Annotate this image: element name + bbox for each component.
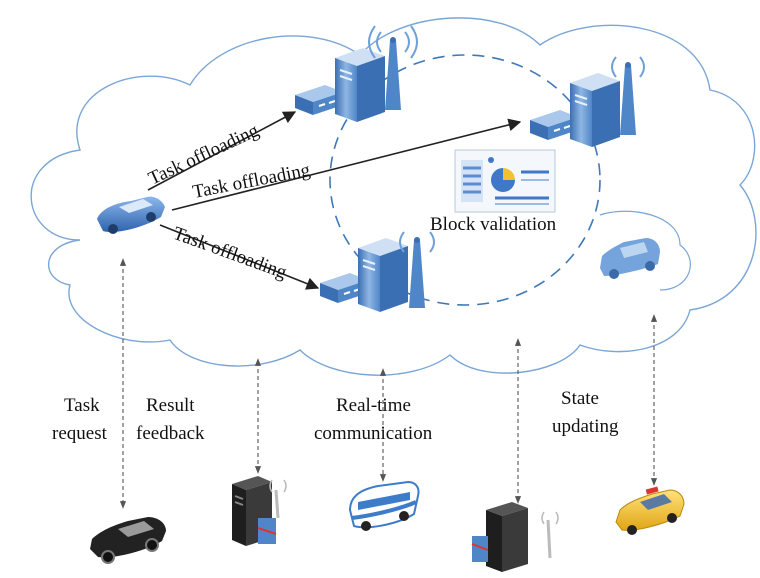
- arrow-offload-top: [147, 111, 297, 191]
- bus-icon: [348, 480, 420, 531]
- result-feedback-label-2: feedback: [136, 423, 205, 444]
- arrow-offload-bottom: [159, 224, 320, 290]
- task-request-label-1: Task: [64, 395, 100, 416]
- dark-server-icon: [232, 476, 287, 546]
- server-icon: [335, 48, 385, 122]
- antenna-icon: [399, 231, 435, 308]
- taxi-icon: [615, 486, 685, 535]
- validation-circle: [329, 54, 601, 306]
- realtime-label-1: Real-time: [336, 395, 411, 416]
- arrow-offload-right-label: Task offloading: [191, 159, 312, 202]
- blue-car-ghost-icon: [600, 238, 660, 279]
- arrow-offload-bottom-label: Task offloading: [170, 223, 290, 284]
- state-updating-label-2: updating: [552, 416, 619, 437]
- edge-server-middle: [320, 231, 435, 312]
- black-car-icon: [90, 517, 166, 564]
- antenna-icon: [368, 25, 418, 110]
- task-request-label-2: request: [52, 423, 108, 444]
- arrow-offload-right: [171, 118, 522, 211]
- edge-server-right: [530, 56, 645, 147]
- result-feedback-label-1: Result: [146, 395, 195, 416]
- realtime-label-2: communication: [314, 423, 433, 444]
- edge-server-top: [295, 25, 418, 122]
- blue-car-icon: [97, 196, 165, 234]
- state-updating-label-1: State: [561, 388, 599, 409]
- antenna-icon: [611, 56, 645, 135]
- block-validation-label: Block validation: [430, 214, 557, 235]
- server-icon: [358, 238, 408, 312]
- cloud-inner-bump: [599, 210, 691, 291]
- document-icon: [454, 149, 556, 213]
- cloud-outline: [30, 17, 757, 376]
- dark-server-icon-2: [471, 502, 559, 572]
- server-icon: [570, 73, 620, 147]
